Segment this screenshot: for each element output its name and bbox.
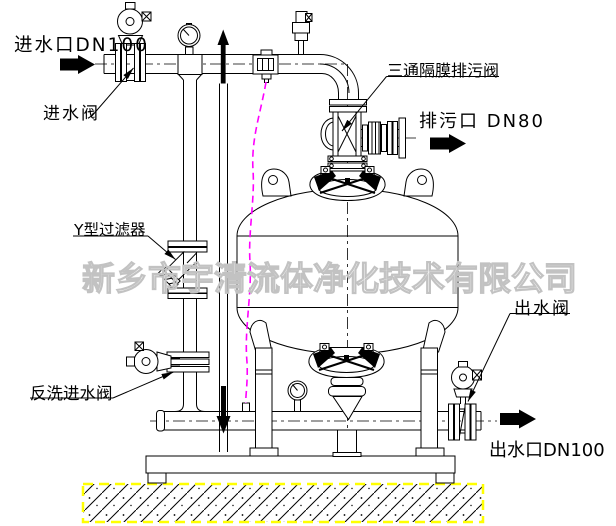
down-flow-arrow (216, 416, 231, 434)
air-vent-valve (292, 11, 313, 55)
bottom-manhole (308, 343, 385, 421)
ground-hatch (81, 482, 485, 524)
impulse-signal-line (244, 81, 267, 404)
tank-leg-left (249, 319, 279, 457)
outlet-flow-arrow (500, 409, 536, 429)
base-frame (145, 455, 456, 484)
drain-outlet-branch (361, 117, 406, 159)
backwash-actuator-motor (133, 349, 159, 374)
drain-flow-arrow (430, 134, 466, 153)
drain-cone (332, 396, 363, 421)
three-way-diaphragm-valve (320, 99, 406, 159)
center-pedestal (332, 429, 362, 457)
backwash-valve-assembly (126, 341, 210, 374)
inlet-valve-assembly (115, 2, 152, 82)
tank-leg-right (415, 319, 446, 457)
inlet-flow-arrow (60, 55, 95, 74)
impulse-nozzle (242, 402, 250, 412)
top-pressure-gauge (177, 23, 203, 75)
filter-tank (236, 168, 459, 355)
top-manhole (309, 155, 386, 202)
up-flow-arrow (217, 29, 229, 45)
inlet-actuator-motor (117, 8, 143, 35)
vent-rod (216, 29, 231, 452)
outlet-actuator-motor (451, 365, 475, 390)
left-riser-pipe (174, 74, 206, 412)
y-strainer (157, 240, 208, 299)
label-leaders (30, 67, 570, 402)
lifting-lug-right (403, 168, 434, 197)
flow-controller-box (252, 49, 279, 83)
bottom-pressure-gauge (287, 380, 308, 412)
lifting-lug-left (261, 168, 292, 197)
outlet-valve-assembly (448, 361, 482, 441)
diaphragm-actuator (320, 117, 334, 151)
